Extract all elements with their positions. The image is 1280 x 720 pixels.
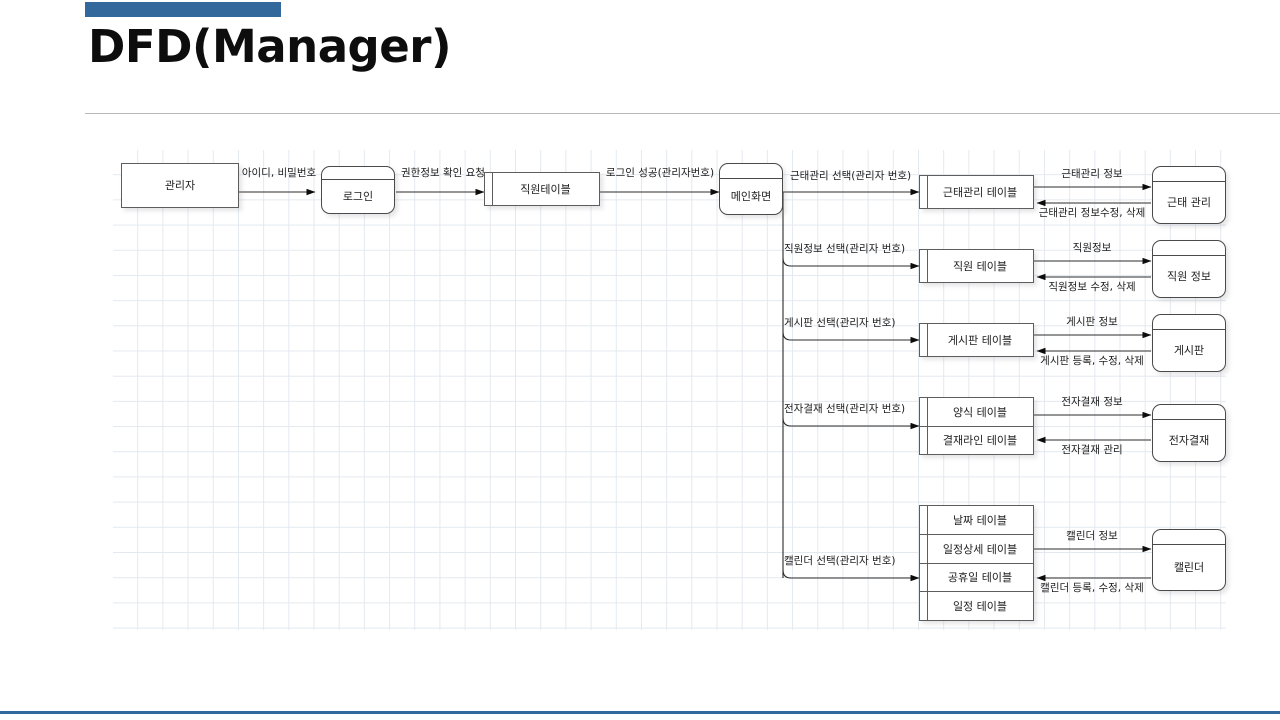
- process-board-header: [1153, 315, 1225, 330]
- process-employee-info-header: [1153, 241, 1225, 256]
- process-board[interactable]: 게시판: [1152, 314, 1226, 372]
- flow-label-approval-info: 전자결재 정보: [1061, 396, 1123, 408]
- flow-label-select-employee: 직원정보 선택(관리자 번호): [784, 243, 906, 255]
- flow-label-select-calendar: 캘린더 선택(관리자 번호): [784, 555, 896, 567]
- store-board-table[interactable]: 게시판 테이블: [919, 322, 1034, 358]
- flow-select-approval-line: [782, 417, 920, 430]
- slide-accent-bar: [85, 2, 281, 17]
- store-approval-group[interactable]: 양식 테이블 결재라인 테이블: [919, 396, 1034, 456]
- store-date-table-label: 날짜 테이블: [920, 506, 1033, 535]
- flow-label-calendar-edit: 캘린더 등록, 수정, 삭제: [1040, 582, 1144, 594]
- process-electronic-approval-label: 전자결재: [1168, 433, 1210, 447]
- flow-label-attendance-info: 근태관리 정보: [1061, 168, 1123, 180]
- flow-label-credentials: 아이디, 비밀번호: [241, 167, 317, 179]
- flow-label-select-board: 게시판 선택(관리자 번호): [784, 317, 896, 329]
- store-holiday-table-label: 공휴일 테이블: [920, 564, 1033, 593]
- process-electronic-approval[interactable]: 전자결재: [1152, 404, 1226, 462]
- page-title: DFD(Manager): [88, 20, 452, 73]
- process-main-screen[interactable]: 메인화면: [719, 163, 783, 215]
- store-attendance-table-label: 근태관리 테이블: [942, 186, 1018, 199]
- process-main-screen-header: [720, 164, 782, 179]
- store-approval-line-table-label: 결재라인 테이블: [942, 434, 1018, 448]
- process-attendance-management-label: 근태 관리: [1167, 195, 1211, 209]
- flow-label-board-info: 게시판 정보: [1066, 316, 1118, 328]
- process-employee-info[interactable]: 직원 정보: [1152, 240, 1226, 298]
- flow-label-employee-info: 직원정보: [1072, 242, 1112, 254]
- flow-select-calendar-line: [782, 569, 920, 582]
- flow-label-employee-edit: 직원정보 수정, 삭제: [1048, 281, 1136, 293]
- footer-bar: [0, 711, 1280, 714]
- process-login-header: [322, 167, 394, 180]
- store-schedule-detail-table-label: 일정상세 테이블: [920, 535, 1033, 564]
- flow-label-calendar-info: 캘린더 정보: [1066, 530, 1118, 542]
- flow-label-approval-manage: 전자결재 관리: [1061, 444, 1123, 456]
- store-attendance-table[interactable]: 근태관리 테이블: [919, 174, 1034, 210]
- store-calendar-group[interactable]: 날짜 테이블 일정상세 테이블 공휴일 테이블 일정 테이블: [919, 504, 1034, 622]
- process-main-screen-label: 메인화면: [730, 189, 772, 203]
- store-employee-info-table[interactable]: 직원 테이블: [919, 248, 1034, 284]
- flow-label-select-attendance: 근태관리 선택(관리자 번호): [790, 170, 912, 182]
- process-employee-info-label: 직원 정보: [1167, 269, 1211, 283]
- store-schedule-table-label: 일정 테이블: [952, 600, 1008, 614]
- flow-label-login-success: 로그인 성공(관리자번호): [605, 167, 715, 179]
- flow-label-select-approval: 전자결재 선택(관리자 번호): [784, 403, 906, 415]
- store-employee-table[interactable]: 직원테이블: [484, 171, 600, 207]
- flow-label-auth-check-request: 권한정보 확인 요청: [401, 167, 485, 179]
- process-login[interactable]: 로그인: [321, 166, 395, 214]
- process-attendance-management-header: [1153, 167, 1225, 182]
- process-calendar[interactable]: 캘린더: [1152, 529, 1226, 591]
- entity-manager[interactable]: 관리자: [121, 163, 239, 208]
- process-electronic-approval-header: [1153, 405, 1225, 420]
- diagram-grid-background: [113, 150, 1226, 630]
- store-employee-table-label: 직원테이블: [520, 183, 571, 196]
- flow-select-employee-line: [782, 257, 920, 270]
- process-calendar-label: 캘린더: [1173, 560, 1205, 574]
- store-board-table-label: 게시판 테이블: [947, 334, 1013, 347]
- process-login-label: 로그인: [342, 189, 374, 203]
- store-employee-info-table-label: 직원 테이블: [952, 260, 1008, 273]
- flow-select-board-line: [782, 331, 920, 344]
- process-calendar-header: [1153, 530, 1225, 545]
- process-board-label: 게시판: [1173, 343, 1205, 357]
- process-attendance-management[interactable]: 근태 관리: [1152, 166, 1226, 224]
- flow-label-attendance-edit: 근태관리 정보수정, 삭제: [1038, 207, 1146, 219]
- entity-manager-label: 관리자: [164, 178, 196, 192]
- flow-label-board-edit: 게시판 등록, 수정, 삭제: [1040, 355, 1144, 367]
- header-divider: [85, 113, 1280, 114]
- store-form-table-label: 양식 테이블: [920, 398, 1033, 427]
